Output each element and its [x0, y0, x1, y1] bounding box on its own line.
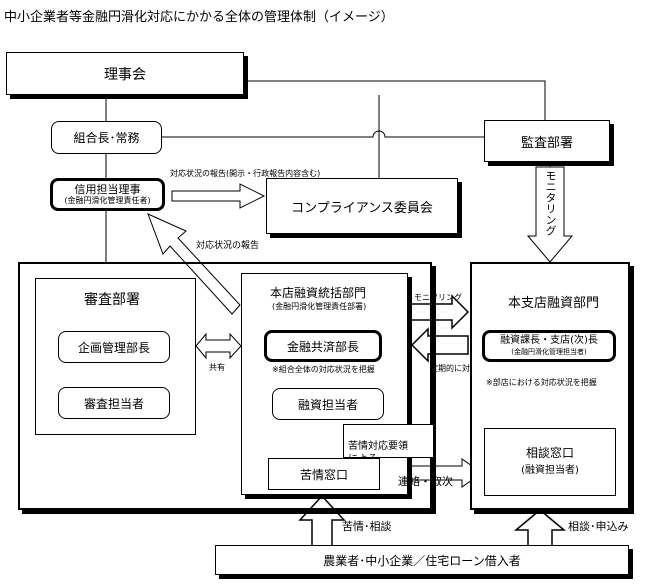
complaint-guide-box: 苦情対応要領 による [343, 424, 434, 465]
branch-manager-box: 融資課長・支店(次)長 (金融円滑化管理担当者) [482, 330, 616, 362]
credit-director-label: 信用担当理事 [74, 182, 141, 196]
credit-director-box: 信用担当理事 (金融円滑化管理責任者) [50, 178, 165, 211]
review-dept-box: 審査部署 企画管理部長 審査担当者 [35, 278, 196, 435]
review-dept-label: 審査部署 [84, 292, 140, 308]
monitoring-label: モニタリング [414, 293, 462, 302]
branch-manager-sublabel: (金融円滑化管理担当者) [511, 347, 587, 356]
president-label: 組合長･常務 [73, 131, 140, 145]
consult-window-box: 相談窓口 (融資担当者) [484, 428, 616, 496]
compliance-box: コンプライアンス委員会 [266, 178, 458, 234]
review-area-frame [18, 262, 432, 510]
complaint-window-box: 苦情窓口 [268, 458, 380, 490]
audit-label: 監査部署 [520, 135, 573, 151]
borrowers-label: 農業者･中小企業／住宅ローン借入者 [323, 553, 521, 568]
monitoring-vertical-label: モニタリング [544, 170, 557, 236]
review-staff-box: 審査担当者 [58, 387, 170, 419]
branch-note: ※部店における対応状況を把握 [486, 378, 597, 387]
board-box: 理事会 [6, 52, 244, 95]
branch-manager-label: 融資課長・支店(次)長 [500, 335, 598, 347]
consult-apply-label: 相談･申込み [568, 520, 629, 533]
review-staff-label: 審査担当者 [83, 396, 144, 411]
branch-finance-label: 本支店融資部門 [508, 296, 600, 311]
consult-window-sublabel: (融資担当者) [521, 465, 579, 477]
audit-box: 監査部署 [484, 120, 610, 162]
planning-manager-box: 企画管理部長 [58, 331, 170, 363]
hq-finance-label: 本店融資統括部門 [270, 286, 367, 300]
complaint-consult-label: 苦情･相談 [342, 520, 392, 533]
loan-staff-label: 融資担当者 [297, 397, 358, 412]
report-up-label: 対応状況の報告 [196, 241, 260, 251]
board-label: 理事会 [104, 66, 146, 83]
loan-staff-box: 融資担当者 [272, 388, 384, 420]
compliance-label: コンプライアンス委員会 [291, 200, 433, 216]
branch-finance-box: 本支店融資部門 融資課長・支店(次)長 (金融円滑化管理担当者) ※部店における… [470, 262, 630, 510]
share-label: 共有 [209, 363, 225, 372]
page-title: 中小企業者等金融円滑化対応にかかる全体の管理体制（イメージ） [4, 10, 394, 25]
president-box: 組合長･常務 [51, 121, 162, 154]
finance-coop-manager-label: 金融共済部長 [286, 339, 359, 354]
borrowers-box: 農業者･中小企業／住宅ローン借入者 [215, 545, 629, 575]
finance-coop-note: ※組合全体の対応状況を把握 [272, 365, 375, 374]
credit-director-sublabel: (金融円滑化管理責任者) [64, 196, 151, 206]
hq-finance-box: 本店融資統括部門 (金融円滑化管理責任部署) 金融共済部長 ※組合全体の対応状況… [241, 273, 434, 495]
planning-manager-label: 企画管理部長 [77, 340, 150, 355]
finance-coop-manager-box: 金融共済部長 [264, 330, 382, 362]
complaint-window-label: 苦情窓口 [299, 467, 348, 482]
consult-window-label: 相談窓口 [525, 446, 574, 461]
contact-handover-label: 連絡・取次 [398, 475, 453, 488]
report-to-compliance-label: 対応状況の報告(開示・行政報告内容含む) [170, 169, 321, 178]
hq-finance-sublabel: (金融円滑化管理責任部署) [272, 302, 367, 311]
